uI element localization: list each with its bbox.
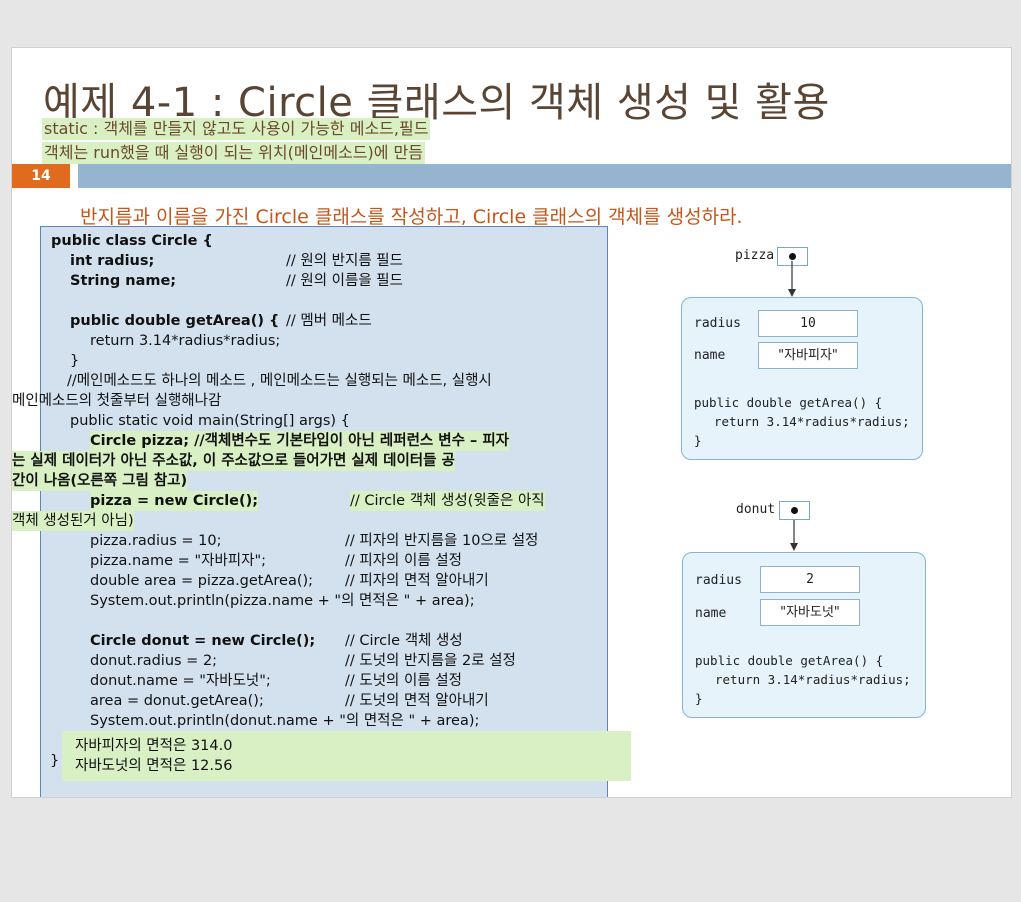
code-line: 는 실제 데이터가 아닌 주소값, 이 주소값으로 들어가면 실제 데이터들 공: [12, 451, 455, 471]
code-line: public double getArea() {: [70, 313, 280, 329]
note-line-1: static : 객체를 만들지 않고도 사용이 가능한 메소드,필드: [42, 118, 431, 140]
donut-object-box: radius 2 name "자바도넛" public double getAr…: [682, 552, 926, 718]
code-comment: // 도넛의 이름 설정: [345, 673, 462, 689]
code-line: String name;: [70, 273, 177, 289]
code-comment: // 멤버 메소드: [286, 313, 372, 329]
pizza-name-label: name: [694, 348, 726, 363]
donut-method-line: }: [695, 691, 703, 706]
code-line: public class Circle {: [51, 233, 213, 249]
code-line: return 3.14*radius*radius;: [90, 333, 281, 349]
code-comment: 객체 생성된거 아님): [12, 511, 134, 531]
slide-subtitle: 반지름과 이름을 가진 Circle 클래스를 작성하고, Circle 클래스…: [80, 206, 743, 228]
code-comment: // 원의 이름을 필드: [286, 273, 403, 289]
pizza-object-box: radius 10 name "자바피자" public double getA…: [681, 297, 923, 460]
code-line: donut.radius = 2;: [90, 653, 218, 669]
donut-method-line: return 3.14*radius*radius;: [715, 672, 911, 687]
code-comment: // 원의 반지름 필드: [286, 253, 403, 269]
code-comment: // 피자의 반지름을 10으로 설정: [345, 533, 539, 549]
pizza-arrow-head-icon: [788, 289, 796, 297]
code-line: public static void main(String[] args) {: [70, 413, 350, 429]
code-line: 간이 나옴(오른쪽 그림 참고): [12, 471, 188, 491]
code-line: pizza.name = "자바피자";: [90, 553, 267, 569]
donut-name-label: name: [695, 606, 727, 621]
code-line: System.out.println(pizza.name + "의 면적은 "…: [90, 593, 475, 609]
code-line: donut.name = "자바도넛";: [90, 673, 271, 689]
header-bar: [78, 164, 1011, 188]
output-line: 자바피자의 면적은 314.0: [75, 738, 233, 754]
code-line: pizza = new Circle();: [90, 491, 259, 511]
note-line-2: 객체는 run했을 때 실행이 되는 위치(메인메소드)에 만듬: [42, 142, 425, 164]
code-comment: // Circle 객체 생성: [345, 633, 463, 649]
donut-method-line: public double getArea() {: [695, 653, 884, 668]
code-line: pizza.radius = 10;: [90, 533, 222, 549]
output-box: [62, 731, 631, 781]
pizza-radius-value: 10: [758, 310, 858, 337]
code-comment: // Circle 객체 생성(윗줄은 아직: [350, 491, 545, 511]
pizza-name-value: "자바피자": [758, 342, 858, 369]
code-line: System.out.println(donut.name + "의 면적은 "…: [90, 713, 480, 729]
pizza-method-line: }: [694, 433, 702, 448]
donut-radius-value: 2: [760, 566, 860, 593]
code-comment: //메인메소드도 하나의 메소드 , 메인메소드는 실행되는 메소드, 실행시: [67, 373, 492, 389]
code-comment: // 도넛의 면적 알아내기: [345, 693, 489, 709]
code-comment: // 피자의 면적 알아내기: [345, 573, 489, 589]
code-line: }: [50, 753, 60, 769]
pizza-radius-label: radius: [694, 316, 741, 331]
code-line: int radius;: [70, 253, 155, 269]
code-line: Circle donut = new Circle();: [90, 633, 316, 649]
donut-radius-label: radius: [695, 573, 742, 588]
code-line: double area = pizza.getArea();: [90, 573, 314, 589]
donut-reference-box: [779, 501, 810, 520]
pizza-method-line: public double getArea() {: [694, 395, 883, 410]
pizza-var-label: pizza: [735, 248, 775, 263]
output-line: 자바도넛의 면적은 12.56: [75, 758, 233, 774]
reference-dot-icon: [789, 253, 796, 260]
code-line: Circle pizza; //객체변수도 기본타입이 아닌 레퍼런스 변수 –…: [90, 431, 509, 451]
code-comment: 메인메소드의 첫줄부터 실행해나감: [12, 393, 222, 409]
code-comment: // 피자의 이름 설정: [345, 553, 462, 569]
reference-dot-icon: [791, 507, 798, 514]
donut-name-value: "자바도넛": [760, 599, 860, 626]
diagram-arrows: [788, 261, 798, 551]
code-line: area = donut.getArea();: [90, 693, 264, 709]
donut-var-label: donut: [736, 502, 776, 517]
code-comment: // 도넛의 반지름을 2로 설정: [345, 653, 516, 669]
pizza-method-line: return 3.14*radius*radius;: [714, 414, 910, 429]
code-line: }: [70, 353, 80, 369]
donut-arrow-head-icon: [790, 543, 798, 551]
page-number: 14: [12, 164, 70, 188]
slide: 예제 4-1 : Circle 클래스의 객체 생성 및 활용 static :…: [11, 47, 1012, 798]
